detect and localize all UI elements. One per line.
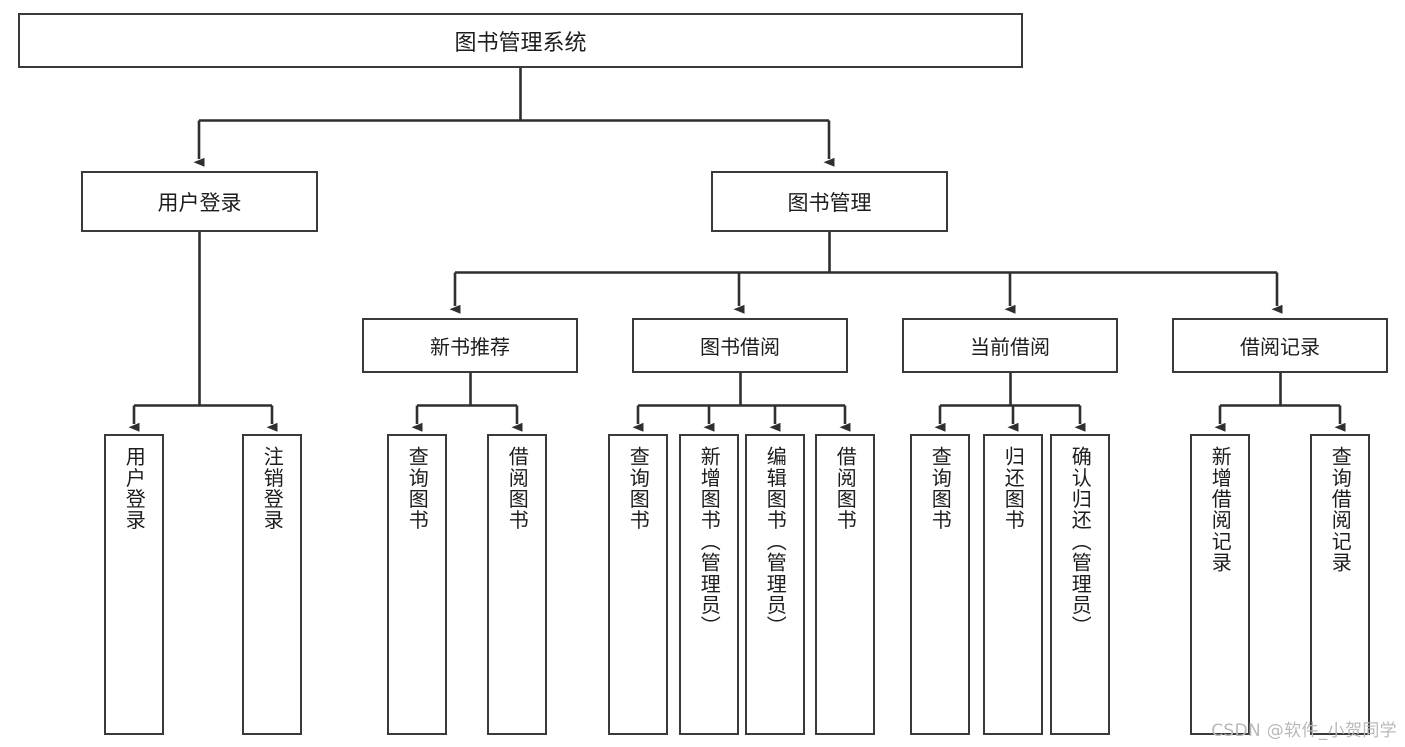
- node-book-management-label: 图书管理: [787, 190, 872, 215]
- leaf-borrow-book-recommend-label: 借阅图书: [505, 446, 530, 531]
- leaf-add-book-admin-label: 新增图书（管理员）: [697, 446, 722, 637]
- leaf-query-book-current[interactable]: 查询图书: [910, 434, 970, 735]
- leaf-query-book-borrow[interactable]: 查询图书: [608, 434, 668, 735]
- leaf-return-book[interactable]: 归还图书: [983, 434, 1043, 735]
- node-borrow-record-label: 借阅记录: [1240, 335, 1320, 359]
- leaf-query-borrow-record-label: 查询借阅记录: [1328, 446, 1353, 574]
- node-user-login[interactable]: 用户登录: [81, 171, 318, 232]
- leaf-query-book-recommend[interactable]: 查询图书: [387, 434, 447, 735]
- node-book-borrow-label: 图书借阅: [700, 335, 780, 359]
- leaf-query-book-current-label: 查询图书: [928, 446, 953, 531]
- leaf-confirm-return-admin[interactable]: 确认归还（管理员）: [1050, 434, 1110, 735]
- leaf-logout-label: 注销登录: [260, 446, 285, 531]
- leaf-confirm-return-admin-label: 确认归还（管理员）: [1068, 446, 1093, 637]
- leaf-user-login[interactable]: 用户登录: [104, 434, 164, 735]
- leaf-add-borrow-record-label: 新增借阅记录: [1208, 446, 1233, 574]
- node-user-login-label: 用户登录: [157, 190, 242, 215]
- leaf-user-login-label: 用户登录: [122, 446, 147, 531]
- node-book-management[interactable]: 图书管理: [711, 171, 948, 232]
- watermark: CSDN @软件_小贺同学: [1211, 721, 1397, 741]
- leaf-edit-book-admin[interactable]: 编辑图书（管理员）: [745, 434, 805, 735]
- leaf-add-book-admin[interactable]: 新增图书（管理员）: [679, 434, 739, 735]
- node-current-borrow-label: 当前借阅: [970, 335, 1050, 359]
- leaf-add-borrow-record[interactable]: 新增借阅记录: [1190, 434, 1250, 735]
- node-root[interactable]: 图书管理系统: [18, 13, 1023, 68]
- leaf-return-book-label: 归还图书: [1001, 446, 1026, 531]
- leaf-borrow-book-recommend[interactable]: 借阅图书: [487, 434, 547, 735]
- leaf-query-book-recommend-label: 查询图书: [405, 446, 430, 531]
- node-current-borrow[interactable]: 当前借阅: [902, 318, 1118, 373]
- node-new-book-recommend-label: 新书推荐: [430, 335, 510, 359]
- leaf-logout[interactable]: 注销登录: [242, 434, 302, 735]
- leaf-borrow-book-label: 借阅图书: [833, 446, 858, 531]
- node-root-label: 图书管理系统: [454, 30, 587, 56]
- leaf-edit-book-admin-label: 编辑图书（管理员）: [763, 446, 788, 637]
- node-borrow-record[interactable]: 借阅记录: [1172, 318, 1388, 373]
- leaf-query-book-borrow-label: 查询图书: [626, 446, 651, 531]
- node-new-book-recommend[interactable]: 新书推荐: [362, 318, 578, 373]
- leaf-borrow-book[interactable]: 借阅图书: [815, 434, 875, 735]
- node-book-borrow[interactable]: 图书借阅: [632, 318, 848, 373]
- leaf-query-borrow-record[interactable]: 查询借阅记录: [1310, 434, 1370, 735]
